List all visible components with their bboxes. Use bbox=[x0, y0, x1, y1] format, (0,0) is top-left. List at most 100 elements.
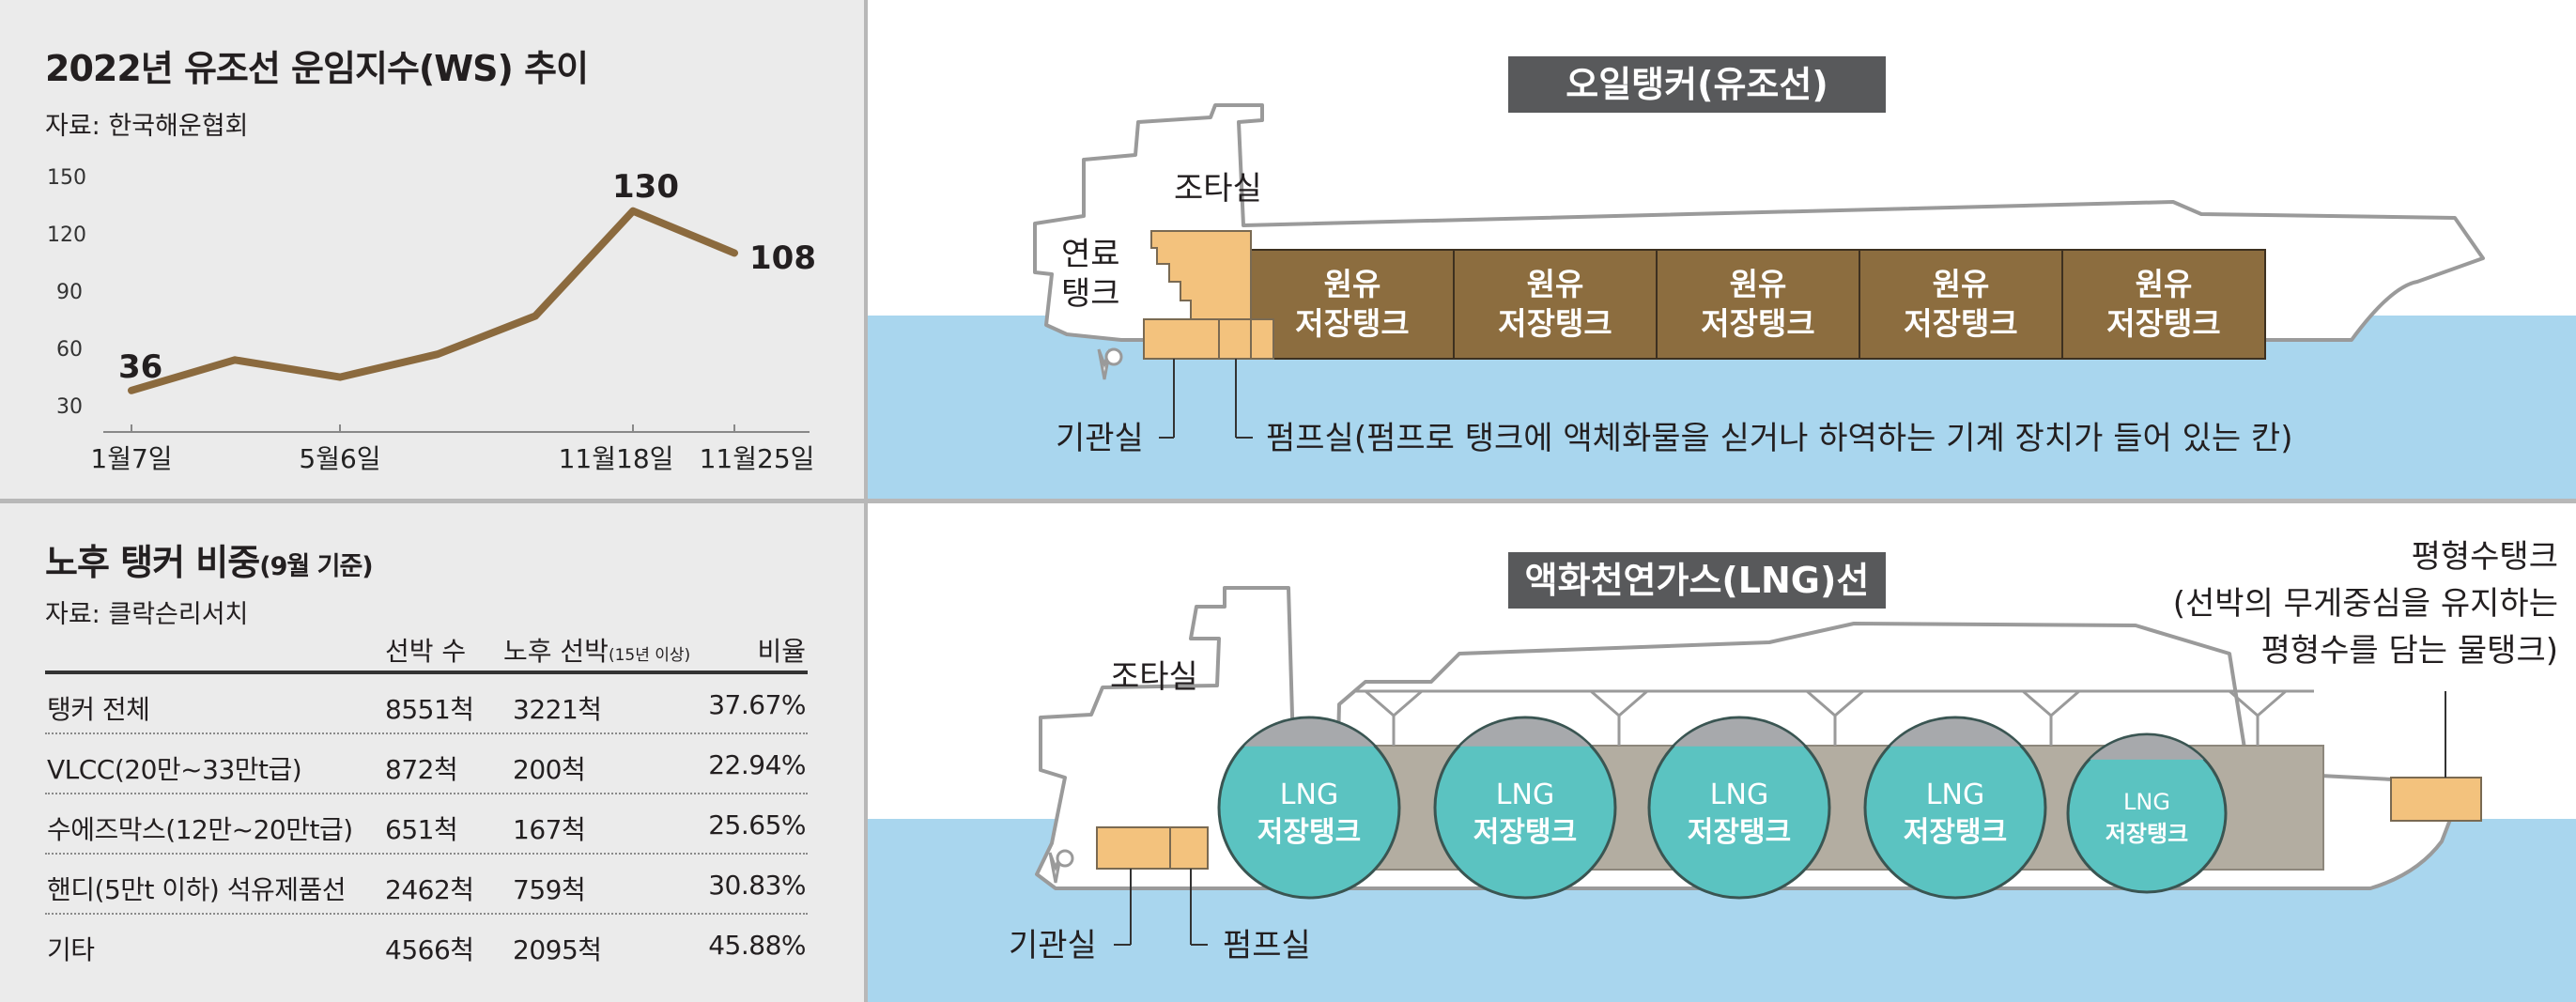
table-header-rule bbox=[45, 671, 808, 674]
col-header-ships: 선박 수 bbox=[385, 636, 467, 667]
pump-room bbox=[1169, 826, 1209, 870]
bridge-label: 조타실 bbox=[1110, 658, 1198, 696]
pump-room-label: 펌프실 bbox=[1223, 927, 1311, 964]
cell-ships: 2462척 bbox=[385, 874, 474, 905]
deck-truss bbox=[2022, 689, 2080, 746]
data-label: 130 bbox=[612, 168, 679, 206]
cell-ratio: 22.94% bbox=[708, 749, 806, 780]
cell-type: 수에즈막스(12만~20만t급) bbox=[47, 814, 353, 845]
engine-room-rear bbox=[1218, 318, 1252, 360]
col-header-old-ships: 노후 선박(15년 이상) bbox=[503, 631, 690, 669]
engine-room-label: 기관실 bbox=[1056, 420, 1144, 457]
x-tick-label: 1월7일 bbox=[90, 443, 172, 474]
x-tick-label: 11월25일 bbox=[700, 443, 815, 474]
crude-oil-tank bbox=[1453, 249, 1658, 360]
lng-tank bbox=[1217, 716, 1401, 900]
tank-dome-cap bbox=[1674, 718, 1805, 747]
ballast-tank bbox=[2390, 777, 2482, 822]
lng-tank-label: LNG bbox=[1710, 778, 1768, 811]
lng-tank-label-2: 저장탱크 bbox=[1473, 816, 1577, 849]
table-title: 노후 탱커 비중(9월 기준) bbox=[45, 533, 374, 585]
lng-tank bbox=[1647, 716, 1831, 900]
y-tick-label: 120 bbox=[47, 224, 86, 247]
chart-source: 자료: 한국해운협회 bbox=[45, 112, 249, 141]
lng-tank bbox=[1433, 716, 1617, 900]
deck-truss bbox=[2229, 689, 2287, 746]
y-tick-label: 90 bbox=[56, 281, 83, 304]
propeller-hub-icon bbox=[1104, 347, 1123, 366]
fuel-tank-label-2: 탱크 bbox=[1061, 275, 1120, 313]
y-tick-label: 30 bbox=[56, 395, 83, 419]
data-label: 108 bbox=[749, 239, 816, 277]
horizontal-divider bbox=[0, 499, 2576, 503]
table-title-note: (9월 기준) bbox=[259, 552, 373, 581]
lng-tank bbox=[2066, 732, 2228, 894]
old-tanker-table-panel: 노후 탱커 비중(9월 기준) 자료: 클락슨리서치 선박 수 노후 선박(15… bbox=[0, 503, 864, 1002]
crude-oil-tank bbox=[1656, 249, 1860, 360]
deck-truss bbox=[1365, 689, 1423, 746]
cell-old-ships: 759척 bbox=[513, 874, 586, 905]
lng-storage-tanks: LNG 저장탱크 LNG 저장탱크 LNG 저장탱크 LNG 저장탱크 LNG 저장탱크 bbox=[1217, 716, 2228, 900]
cell-ratio: 30.83% bbox=[708, 870, 806, 901]
cell-type: 기타 bbox=[47, 934, 95, 965]
x-tick-label: 5월6일 bbox=[299, 443, 380, 474]
tank-dome-cap bbox=[1243, 718, 1375, 747]
cell-ratio: 37.67% bbox=[708, 689, 806, 720]
data-label: 36 bbox=[118, 348, 162, 386]
cell-old-ships: 3221척 bbox=[513, 694, 602, 725]
ballast-tank-desc-2: 평형수를 담는 물탱크) bbox=[2261, 632, 2558, 670]
cell-ships: 4566척 bbox=[385, 934, 474, 965]
lng-tank-label-2: 저장탱크 bbox=[1904, 816, 2007, 849]
cell-old-ships: 2095척 bbox=[513, 934, 602, 965]
cell-type: 핸디(5만t 이하) 석유제품선 bbox=[47, 874, 347, 905]
table-row: 기타 4566척 2095척 45.88% bbox=[45, 915, 808, 973]
crude-oil-tank-label-2: 저장탱크 bbox=[1295, 305, 1409, 342]
lng-tank-label: LNG bbox=[1496, 778, 1554, 811]
cell-ships: 8551척 bbox=[385, 694, 474, 725]
oil-tanker-header: 오일탱커(유조선) bbox=[1508, 56, 1886, 113]
cell-old-ships: 200척 bbox=[513, 754, 586, 785]
crude-oil-tank bbox=[1859, 249, 2063, 360]
propeller-hub-icon bbox=[1056, 849, 1074, 868]
tank-dome-cap bbox=[1890, 718, 2021, 747]
crude-oil-tank-label: 원유 bbox=[1324, 266, 1381, 302]
lng-tank-label: LNG bbox=[2123, 789, 2170, 815]
cell-old-ships: 167척 bbox=[513, 814, 586, 845]
x-tick-label: 11월18일 bbox=[559, 443, 674, 474]
lng-tank-label-2: 저장탱크 bbox=[2106, 821, 2188, 847]
lng-tank bbox=[1863, 716, 2047, 900]
table-row: 핸디(5만t 이하) 석유제품선 2462척 759척 30.83% bbox=[45, 855, 808, 915]
lng-tank-label: LNG bbox=[1926, 778, 1984, 811]
pump-room bbox=[1250, 318, 1274, 360]
y-tick-label: 60 bbox=[56, 338, 83, 362]
cell-ratio: 25.65% bbox=[708, 809, 806, 840]
engine-room-label: 기관실 bbox=[1009, 927, 1097, 964]
ballast-tank-desc: (선박의 무게중심을 유지하는 bbox=[2173, 585, 2558, 623]
engine-room bbox=[1096, 826, 1171, 870]
lng-tank-label-2: 저장탱크 bbox=[1688, 816, 1791, 849]
ws-chart-panel: 2022년 유조선 운임지수(WS) 추이 자료: 한국해운협회 150 120… bbox=[0, 0, 864, 499]
table-row: 수에즈막스(12만~20만t급) 651척 167척 25.65% bbox=[45, 794, 808, 855]
lng-tank-label: LNG bbox=[1280, 778, 1338, 811]
deck-truss bbox=[1590, 689, 1648, 746]
table-source: 자료: 클락슨리서치 bbox=[45, 600, 249, 629]
cell-type: VLCC(20만~33만t급) bbox=[47, 754, 302, 785]
ws-line-chart: 150 120 90 60 30 1월7일 5월6일 11월18일 11월25일… bbox=[47, 166, 816, 474]
crude-oil-tank-label-2: 저장탱크 bbox=[1498, 305, 1612, 342]
crude-oil-tank-label: 원유 bbox=[1933, 266, 1990, 302]
deck-trusses bbox=[1356, 689, 2314, 746]
pump-room-label: 펌프실(펌프로 탱크에 액체화물을 싣거나 하역하는 기계 장치가 들어 있는 … bbox=[1266, 420, 2292, 457]
crude-oil-tank-label-2: 저장탱크 bbox=[1701, 305, 1814, 342]
table-row: VLCC(20만~33만t급) 872척 200척 22.94% bbox=[45, 734, 808, 794]
lng-tank-label-2: 저장탱크 bbox=[1257, 816, 1361, 849]
cell-type: 탱커 전체 bbox=[47, 694, 150, 725]
crude-oil-tank-label-2: 저장탱크 bbox=[1904, 305, 2017, 342]
cell-ships: 651척 bbox=[385, 814, 458, 845]
deck-truss bbox=[1806, 689, 1864, 746]
tank-dome-cap bbox=[2090, 735, 2204, 760]
crude-oil-tank-label: 원유 bbox=[1527, 266, 1584, 302]
